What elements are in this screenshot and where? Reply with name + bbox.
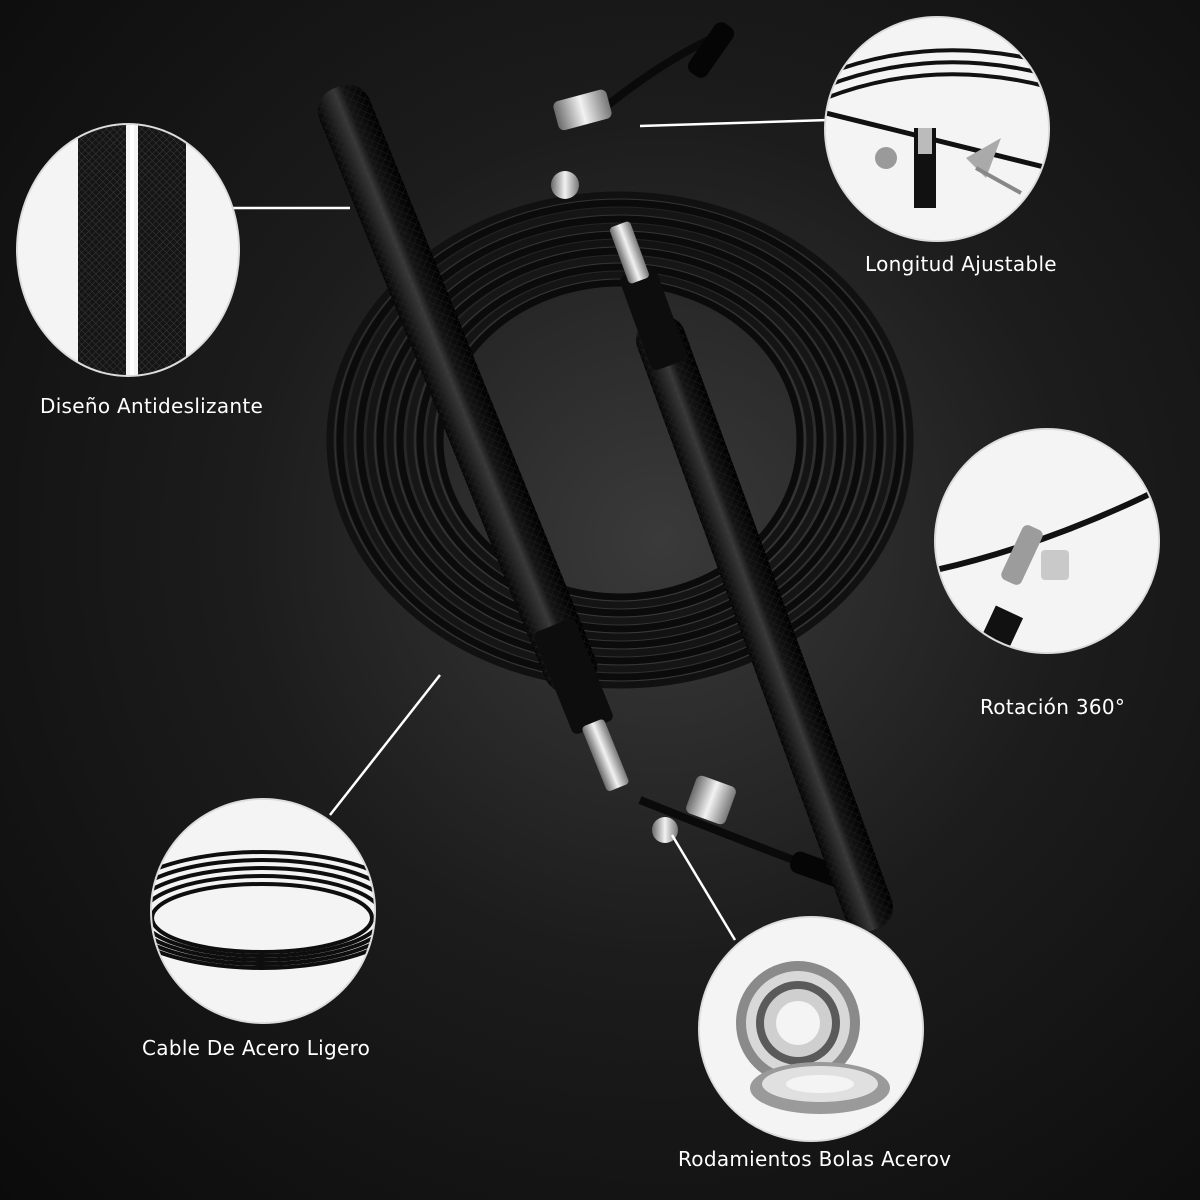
callout-lines bbox=[232, 118, 829, 941]
swivel-bearing-closeup-icon bbox=[936, 430, 1158, 652]
coiled-cable-closeup-icon bbox=[152, 800, 374, 1022]
label-ball-bearings: Rodamientos Bolas Acerov bbox=[678, 1147, 952, 1171]
scissors-cable-closeup-icon bbox=[826, 18, 1048, 240]
knurled-handle-closeup-icon bbox=[18, 125, 238, 375]
handle-right bbox=[609, 221, 893, 932]
swivel-top bbox=[551, 89, 612, 199]
label-adjustable-length: Longitud Ajustable bbox=[865, 252, 1057, 276]
label-rotation: Rotación 360° bbox=[980, 695, 1126, 719]
label-anti-slip: Diseño Antideslizante bbox=[40, 394, 264, 418]
ball-bearing-closeup-icon bbox=[700, 918, 922, 1140]
handle-left bbox=[317, 84, 629, 791]
label-steel-cable: Cable De Acero Ligero bbox=[142, 1036, 371, 1060]
